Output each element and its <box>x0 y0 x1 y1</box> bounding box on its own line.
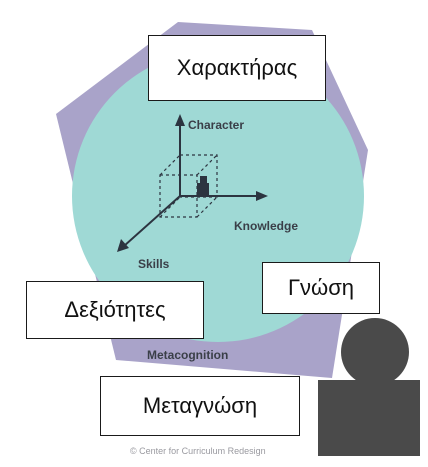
person-head <box>341 318 409 386</box>
center-block-top <box>200 176 207 184</box>
knowledge-axis-arrowhead <box>256 191 268 201</box>
character-axis-label: Character <box>188 118 244 132</box>
character-overlay-box: Χαρακτήρας <box>148 35 326 101</box>
metacognition-overlay-text: Μεταγνώση <box>142 393 258 418</box>
skills-overlay-box: Δεξιότητες <box>26 281 204 339</box>
knowledge-axis-label: Knowledge <box>234 219 298 233</box>
person-body <box>318 380 420 456</box>
knowledge-overlay-box: Γνώση <box>262 262 380 314</box>
center-block <box>197 183 209 195</box>
character-overlay-text: Χαρακτήρας <box>176 55 298 80</box>
axes <box>117 114 268 252</box>
skills-axis-arrowhead <box>117 239 129 252</box>
character-axis-arrowhead <box>175 114 185 126</box>
skills-overlay-text: Δεξιότητες <box>64 297 166 322</box>
knowledge-overlay-text: Γνώση <box>287 275 355 300</box>
skills-axis-label: Skills <box>138 257 170 271</box>
metacognition-label: Metacognition <box>147 348 228 362</box>
skills-axis <box>123 195 181 247</box>
metacognition-overlay-box: Μεταγνώση <box>100 376 300 436</box>
credit-text: © Center for Curriculum Redesign <box>130 446 266 456</box>
